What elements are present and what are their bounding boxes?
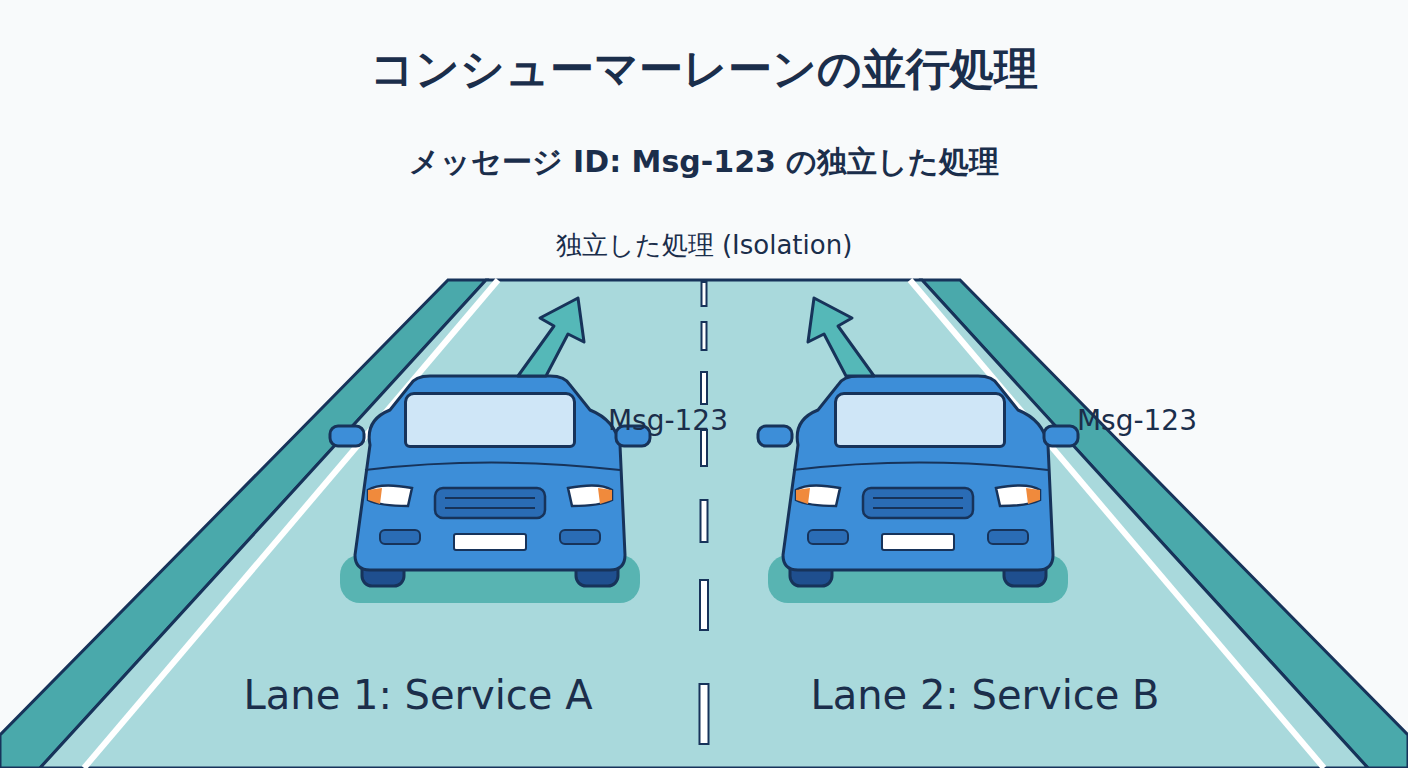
lane-dash	[701, 372, 707, 404]
lane-dash	[702, 322, 707, 350]
subtitle: メッセージ ID: Msg-123 の独立した処理	[409, 144, 1000, 179]
lane-dash	[700, 684, 709, 744]
service-lane: Lane 1: Service A Msg-123	[180, 280, 700, 760]
message-windshield: Msg-123	[834, 392, 1006, 448]
message-windshield: Msg-123	[404, 392, 576, 448]
title-wrap: コンシューマーレーンの並行処理	[0, 40, 1408, 99]
lane-dash	[701, 500, 708, 542]
center-dashes	[700, 282, 709, 744]
service-lane: Lane 2: Service B Msg-123	[708, 280, 1248, 760]
title: コンシューマーレーンの並行処理	[370, 43, 1038, 94]
message-id: Msg-123	[608, 404, 728, 437]
lane-label: Lane 1: Service A	[243, 672, 592, 718]
lane-label: Lane 2: Service B	[810, 672, 1159, 718]
label-wrap: メッセージ ID: Msg-123 の独立した処理	[0, 142, 1408, 183]
direction-arrow	[518, 298, 584, 376]
car	[758, 376, 1078, 603]
label-wrap: 独立した処理 (Isolation)	[0, 228, 1408, 263]
annotation: 独立した処理 (Isolation)	[556, 230, 853, 260]
message-id: Msg-123	[1077, 404, 1197, 437]
lane-dash	[702, 282, 707, 306]
lane-dash	[700, 580, 708, 630]
direction-arrow	[808, 298, 874, 376]
car	[330, 376, 650, 603]
road-surface	[40, 280, 1368, 768]
